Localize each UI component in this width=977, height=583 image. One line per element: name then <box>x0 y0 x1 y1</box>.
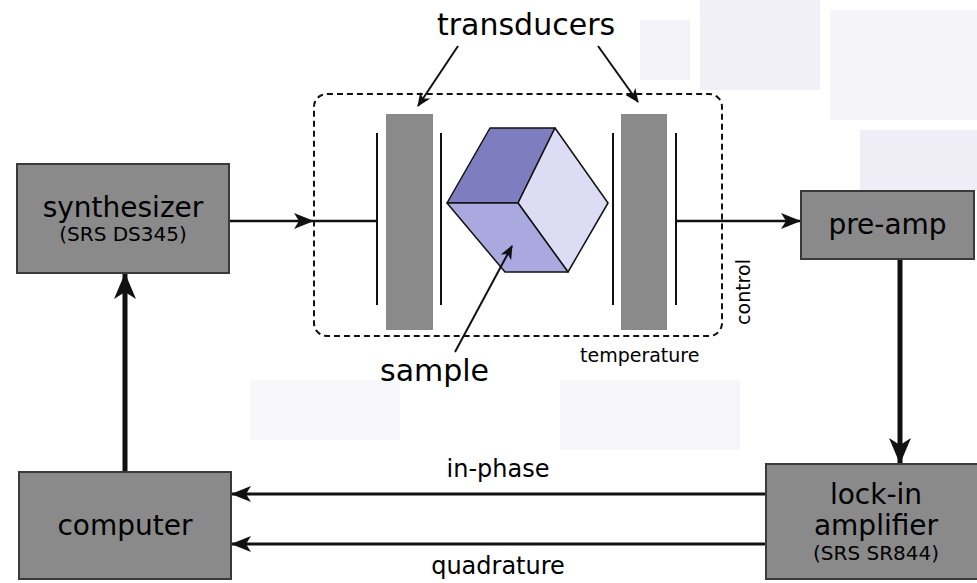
region-label: control <box>733 259 754 325</box>
signal-connector <box>898 260 903 463</box>
right-transducer <box>613 114 676 330</box>
left-transducer <box>377 114 441 330</box>
background-watermark <box>250 0 977 450</box>
signal-connector <box>123 274 128 471</box>
box-title: computer <box>57 510 192 541</box>
part-label: transducers <box>437 8 615 41</box>
model-number: (SRS DS345) <box>59 223 187 245</box>
input-wire <box>313 220 377 223</box>
leader-line <box>418 46 458 106</box>
region-label: temperature <box>580 345 699 366</box>
temperature-control-region: temperaturecontrol <box>313 93 723 337</box>
signal-connector <box>232 543 765 546</box>
output-wire <box>676 220 723 223</box>
synthesizer-box: synthesizer(SRS DS345) <box>16 163 230 274</box>
preamp-box: pre-amp <box>800 190 975 260</box>
signal-connector <box>232 493 765 496</box>
box-title: lock-in amplifier <box>767 479 977 542</box>
signal-label: quadrature <box>428 553 568 579</box>
part-label: sample <box>380 354 489 387</box>
box-title: pre-amp <box>828 209 946 240</box>
signal-connector <box>723 220 800 223</box>
signal-label: in-phase <box>444 456 553 482</box>
model-number: (SRS SR844) <box>813 542 939 564</box>
lockin-box: lock-in amplifier(SRS SR844) <box>765 463 977 580</box>
box-title: synthesizer <box>43 192 204 223</box>
sample-cube <box>447 128 608 272</box>
computer-box: computer <box>18 471 232 580</box>
signal-connector <box>230 220 313 223</box>
